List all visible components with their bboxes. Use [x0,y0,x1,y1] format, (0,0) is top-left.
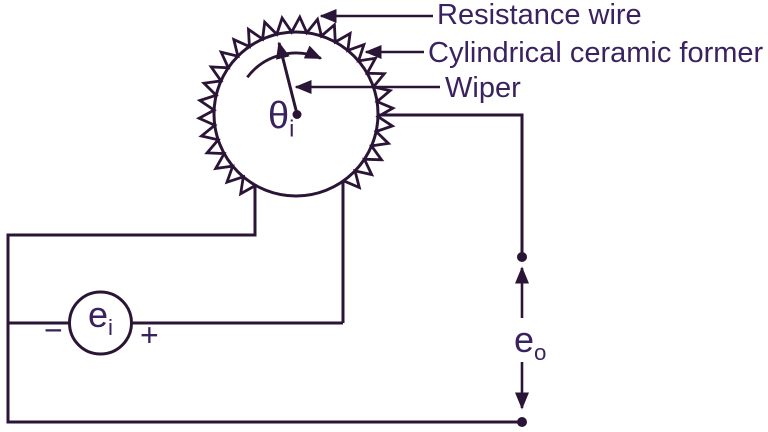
label-cylindrical-ceramic-former: Cylindrical ceramic former [428,37,764,69]
label-input-voltage: ei [88,294,113,341]
voltage-source-circle [68,290,133,356]
wire-left-terminal-loop [6,186,522,424]
label-plus-sign: + [140,317,159,353]
wiper-arrow [276,41,299,115]
label-minus-sign: − [44,312,63,348]
resistance-wire-teeth [195,13,396,197]
output-terminal-dot-bottom [517,417,527,427]
output-terminal-dot-top [517,252,527,262]
label-wiper: Wiper [445,72,521,104]
label-theta-input: θi [268,95,295,142]
label-output-voltage: eo [514,319,547,366]
wiper-pivot-dot [292,110,302,119]
label-resistance-wire: Resistance wire [437,0,642,31]
